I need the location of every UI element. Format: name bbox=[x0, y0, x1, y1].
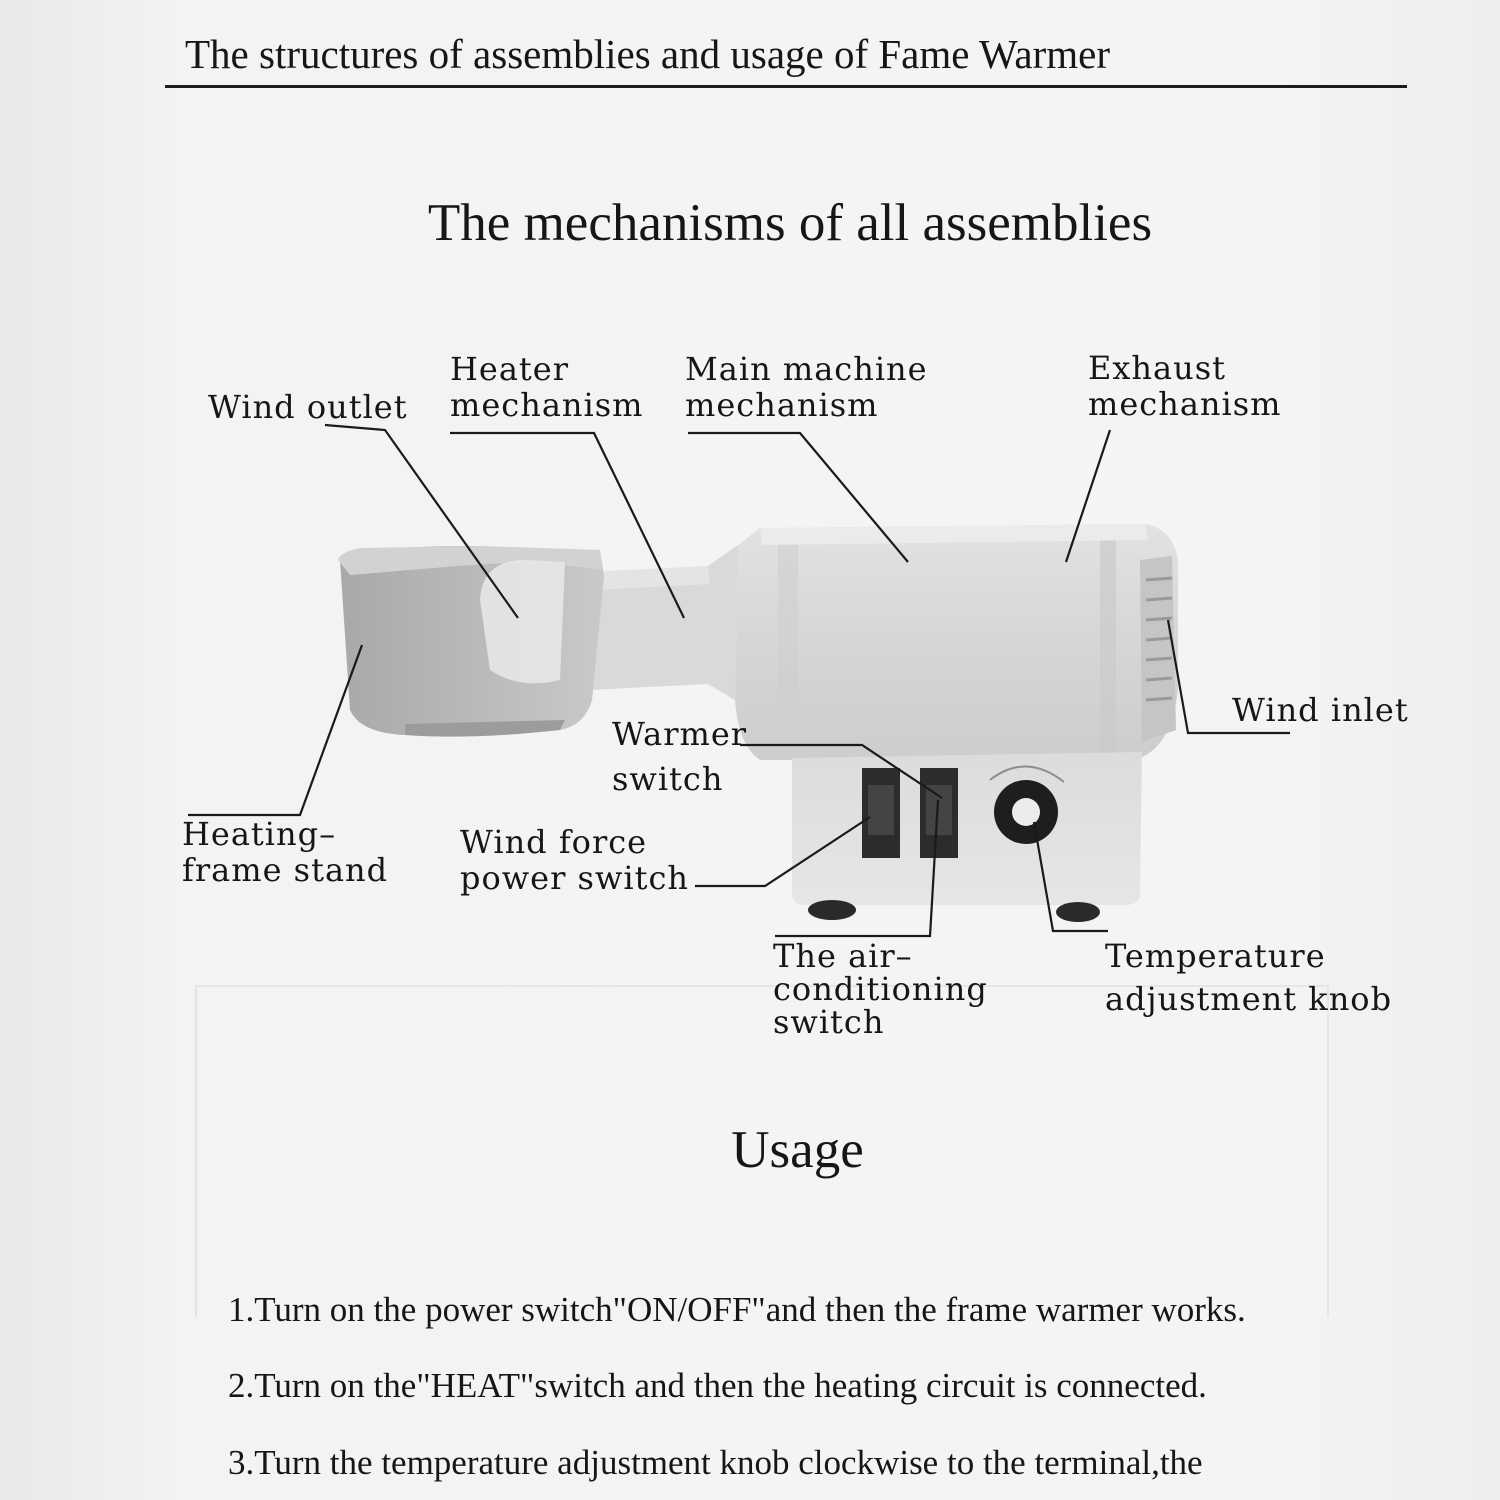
label-heater-mechanism: Heater mechanism bbox=[450, 350, 644, 424]
usage-step-2: 2.Turn on the"HEAT"switch and then the h… bbox=[228, 1366, 1207, 1405]
front-right-foot bbox=[1056, 902, 1100, 922]
usage-step-1: 1.Turn on the power switch"ON/OFF"and th… bbox=[228, 1290, 1246, 1329]
main-machine-body bbox=[735, 524, 1178, 760]
wind-inlet-grille bbox=[1140, 556, 1176, 742]
label-heating-frame-stand: Heating– frame stand bbox=[182, 815, 389, 889]
label-wind-inlet: Wind inlet bbox=[1232, 691, 1409, 729]
leader-lines bbox=[188, 423, 1290, 938]
wind-outlet-cup bbox=[338, 545, 604, 737]
label-wind-outlet: Wind outlet bbox=[208, 388, 408, 426]
label-warmer-switch: Warmer switch bbox=[612, 715, 748, 798]
front-left-foot bbox=[808, 900, 856, 920]
control-base bbox=[792, 752, 1142, 905]
heater-tube bbox=[588, 545, 738, 700]
show-through-frame bbox=[195, 985, 1329, 1317]
label-wind-force-power-switch: Wind force power switch bbox=[460, 823, 689, 897]
mechanisms-section-title: The mechanisms of all assemblies bbox=[427, 194, 1153, 252]
label-air-conditioning-switch: The air– conditioning switch bbox=[773, 937, 988, 1041]
label-exhaust-mechanism: Exhaust mechanism bbox=[1088, 349, 1282, 423]
label-temperature-adjustment-knob: Temperature adjustment knob bbox=[1105, 937, 1393, 1018]
usage-section-title: Usage bbox=[731, 1121, 864, 1179]
document-header-title: The structures of assemblies and usage o… bbox=[185, 31, 1110, 77]
header-rule bbox=[165, 85, 1407, 88]
usage-step-3: 3.Turn the temperature adjustment knob c… bbox=[228, 1443, 1203, 1482]
label-main-machine-mechanism: Main machine mechanism bbox=[685, 350, 928, 424]
